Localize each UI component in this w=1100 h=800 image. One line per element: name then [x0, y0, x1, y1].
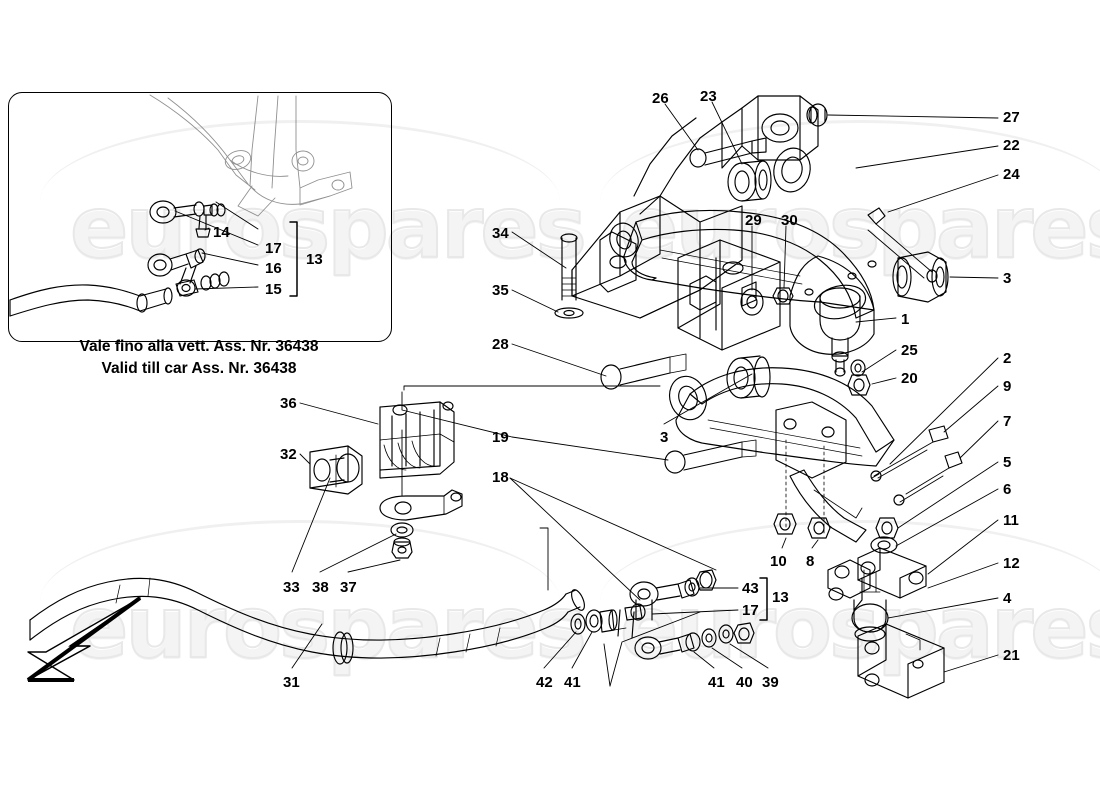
callout-label-32: 32 [280, 446, 297, 463]
callout-label-10: 10 [770, 553, 787, 570]
callout-label-13: 13 [772, 589, 789, 606]
callout-label-3: 3 [1003, 270, 1012, 287]
callout-label-27: 27 [1003, 109, 1020, 126]
callout-label-21: 21 [1003, 647, 1020, 664]
callout-label-41: 41 [564, 674, 581, 691]
callout-label-9: 9 [1003, 378, 1012, 395]
callout-label-11: 11 [1003, 512, 1019, 529]
callout-label-5: 5 [1003, 454, 1012, 471]
callout-label-39: 39 [762, 674, 779, 691]
callout-label-30: 30 [781, 212, 798, 229]
inset-panel [8, 92, 392, 342]
callout-label-16: 16 [265, 260, 282, 277]
callout-label-1: 1 [901, 311, 910, 328]
callout-label-31: 31 [283, 674, 300, 691]
callout-label-22: 22 [1003, 137, 1020, 154]
callout-label-33: 33 [283, 579, 300, 596]
callout-label-43: 43 [742, 580, 759, 597]
callout-label-28: 28 [492, 336, 509, 353]
direction-arrow [26, 596, 142, 682]
callout-label-36: 36 [280, 395, 297, 412]
callout-label-15: 15 [265, 281, 282, 298]
callout-label-23: 23 [700, 88, 717, 105]
caption-english: Valid till car Ass. Nr. 36438 [101, 360, 297, 378]
callout-label-4: 4 [1003, 590, 1012, 607]
callout-label-13: 13 [306, 251, 323, 268]
callout-label-29: 29 [745, 212, 762, 229]
callout-label-37: 37 [340, 579, 357, 596]
callout-label-42: 42 [536, 674, 553, 691]
callout-label-17: 17 [742, 602, 759, 619]
callout-label-34: 34 [492, 225, 509, 242]
callout-label-18: 18 [492, 469, 509, 486]
caption-italian: Vale fino alla vett. Ass. Nr. 36438 [79, 338, 319, 355]
callout-label-8: 8 [806, 553, 815, 570]
callout-label-38: 38 [312, 579, 329, 596]
callout-label-12: 12 [1003, 555, 1020, 572]
callout-label-40: 40 [736, 674, 753, 691]
callout-label-20: 20 [901, 370, 918, 387]
callout-label-19: 19 [492, 429, 509, 446]
callout-label-26: 26 [652, 90, 669, 107]
callout-label-17: 17 [265, 240, 282, 257]
callout-label-24: 24 [1003, 166, 1020, 183]
callout-label-41: 41 [708, 674, 725, 691]
callout-label-3: 3 [660, 429, 669, 446]
inset-caption: Vale fino alla vett. Ass. Nr. 36438 Vali… [8, 336, 390, 381]
callout-label-25: 25 [901, 342, 918, 359]
callout-label-7: 7 [1003, 413, 1012, 430]
callout-label-2: 2 [1003, 350, 1012, 367]
callout-label-35: 35 [492, 282, 509, 299]
callout-label-6: 6 [1003, 481, 1012, 498]
callout-label-14: 14 [213, 224, 230, 241]
